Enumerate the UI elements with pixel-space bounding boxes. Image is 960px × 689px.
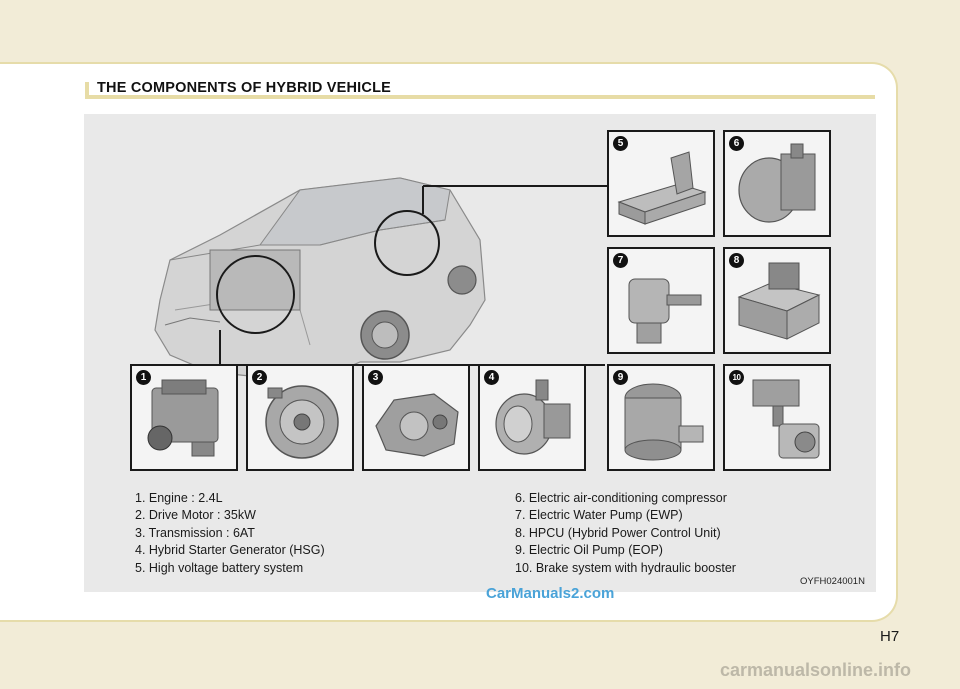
car-illustration [154, 177, 486, 379]
electric-oil-pump-icon [624, 383, 704, 461]
engine-callout-circle [216, 255, 295, 334]
component-list-right: 6. Electric air-conditioning compressor … [515, 490, 736, 577]
watermark-footer: carmanualsonline.info [720, 660, 912, 680]
list-item: 10. Brake system with hydraulic booster [515, 560, 736, 575]
watermark-link[interactable]: CarManuals2.com [486, 585, 615, 602]
drive-motor-icon [265, 385, 339, 459]
list-item: 3. Transmission : 6AT [135, 525, 255, 540]
number-badge: 3 [368, 370, 383, 385]
component-list-left: 1. Engine : 2.4L 2. Drive Motor : 35kW 3… [135, 490, 325, 577]
component-box-2: 2 [246, 364, 354, 471]
hybrid-starter-generator-icon [495, 379, 571, 455]
title-underline [85, 95, 875, 99]
engine-icon [147, 379, 219, 457]
hpcu-icon [737, 262, 821, 340]
number-badge: 8 [729, 253, 744, 268]
page-number: H7 [880, 628, 900, 645]
transmission-icon [375, 393, 459, 457]
list-item: 1. Engine : 2.4L [135, 491, 223, 505]
component-box-8: 8 [723, 247, 831, 354]
list-item: 9. Electric Oil Pump (EOP) [515, 543, 663, 558]
component-box-6: 6 [723, 130, 831, 237]
component-box-5: 5 [607, 130, 715, 237]
figure-code: OYFH024001N [800, 576, 865, 587]
list-item: 5. High voltage battery system [135, 560, 304, 575]
component-box-4: 4 [478, 364, 586, 471]
number-badge: 5 [613, 136, 628, 151]
number-badge: 4 [484, 370, 499, 385]
number-badge: 10 [729, 370, 744, 385]
list-item: 7. Electric Water Pump (EWP) [515, 508, 683, 523]
number-badge: 6 [729, 136, 744, 151]
component-box-10: 10 [723, 364, 831, 471]
title-marker [85, 82, 89, 97]
electric-water-pump-icon [628, 278, 702, 344]
component-box-3: 3 [362, 364, 470, 471]
component-box-1: 1 [130, 364, 238, 471]
component-box-7: 7 [607, 247, 715, 354]
number-badge: 9 [613, 370, 628, 385]
brake-system-icon [752, 379, 820, 459]
number-badge: 2 [252, 370, 267, 385]
component-box-9: 9 [607, 364, 715, 471]
list-item: 6. Electric air-conditioning compressor [515, 491, 727, 505]
high-voltage-battery-icon [617, 151, 707, 225]
section-title: THE COMPONENTS OF HYBRID VEHICLE [97, 80, 391, 96]
number-badge: 7 [613, 253, 628, 268]
number-badge: 1 [136, 370, 151, 385]
ac-compressor-icon [738, 143, 816, 223]
list-item: 8. HPCU (Hybrid Power Control Unit) [515, 525, 721, 540]
list-item: 4. Hybrid Starter Generator (HSG) [135, 543, 325, 558]
list-item: 2. Drive Motor : 35kW [135, 508, 256, 523]
battery-callout-circle [374, 210, 440, 276]
